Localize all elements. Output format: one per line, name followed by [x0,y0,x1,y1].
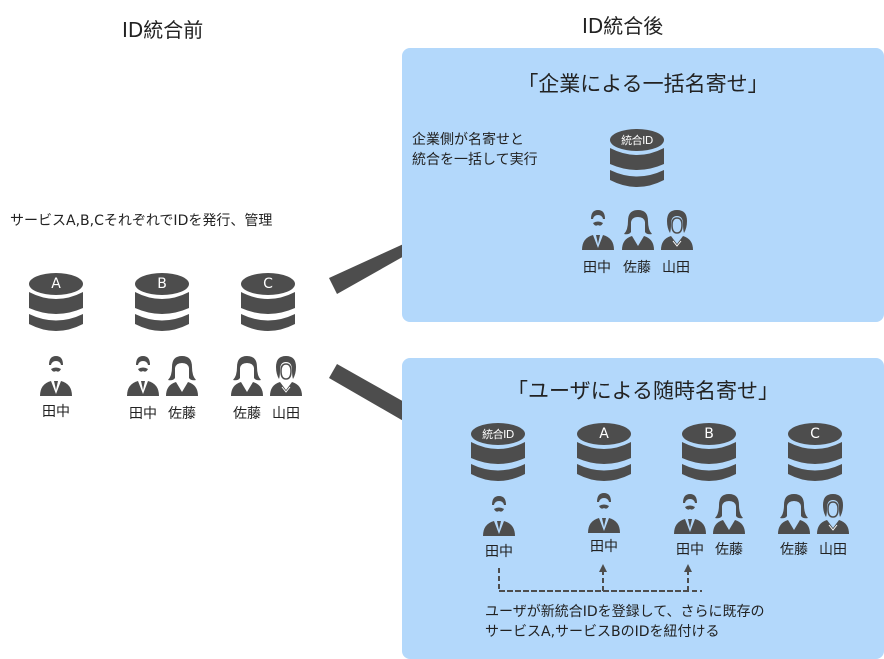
user-name: 佐藤 [168,406,196,422]
man-icon [481,494,517,538]
woman-icon [620,208,656,252]
db-label: A [51,276,61,292]
woman-icon [229,354,265,398]
db-label: 統合ID [482,428,514,441]
user-name: 田中 [129,406,157,422]
db-label: C [263,276,273,292]
man-icon [672,492,708,536]
db-label: A [599,426,609,442]
man-icon [586,491,622,535]
user-name: 佐藤 [623,260,651,276]
panel-title: 「企業による一括名寄せ」 [517,72,769,96]
man-icon [125,354,161,398]
db-label: C [810,426,820,442]
arrowhead-icon [684,564,692,572]
company-bulk-merge-panel: 「企業による一括名寄せ」 企業側が名寄せと 統合を一括して実行 統合ID 田中 … [402,48,884,322]
user-name: 佐藤 [780,542,808,558]
user-name: 山田 [272,406,300,422]
man-icon [580,208,616,252]
woman-uniform-icon [815,492,851,536]
database-icon-service-c: C [787,422,843,484]
db-label: 統合ID [621,134,653,147]
panel-note-line1: 企業側が名寄せと [412,132,524,148]
user-name: 田中 [676,542,704,558]
arrowhead-icon [599,564,607,572]
woman-icon [711,492,747,536]
db-label: B [157,276,167,292]
user-name: 佐藤 [233,406,261,422]
user-name: 田中 [583,260,611,276]
database-icon-service-b: B [681,422,737,484]
user-ondemand-merge-panel: 「ユーザによる随時名寄せ」 統合ID 田中 A 田中 B 田中 佐藤 C 佐藤 … [402,358,884,659]
user-name: 田中 [590,539,618,555]
user-name: 田中 [485,544,513,560]
panel-note-line2: サービスA,サービスBのIDを紐付ける [485,624,720,640]
panel-note-line1: ユーザが新統合IDを登録して、さらに既存の [485,604,765,620]
man-icon [38,354,74,398]
panel-title: 「ユーザによる随時名寄せ」 [507,379,779,403]
user-name: 山田 [662,260,690,276]
woman-icon [776,492,812,536]
user-name: 佐藤 [715,542,743,558]
panel-note-line2: 統合を一括して実行 [412,152,538,168]
after-heading: ID統合後 [582,14,664,38]
user-name: 田中 [42,404,70,420]
dashed-link-connector [498,564,702,592]
woman-uniform-icon [659,208,695,252]
database-icon-service-c: C [240,272,296,334]
database-icon-service-a: A [576,422,632,484]
before-heading: ID統合前 [122,18,204,42]
user-name: 山田 [819,542,847,558]
db-label: B [704,426,714,442]
woman-uniform-icon [268,354,304,398]
woman-icon [164,354,200,398]
database-icon-integrated-id: 統合ID [470,422,526,484]
database-icon-service-b: B [134,272,190,334]
before-description: サービスA,B,CそれぞれでIDを発行、管理 [10,213,273,229]
database-icon-service-a: A [28,272,84,334]
database-icon-integrated-id: 統合ID [609,128,665,190]
